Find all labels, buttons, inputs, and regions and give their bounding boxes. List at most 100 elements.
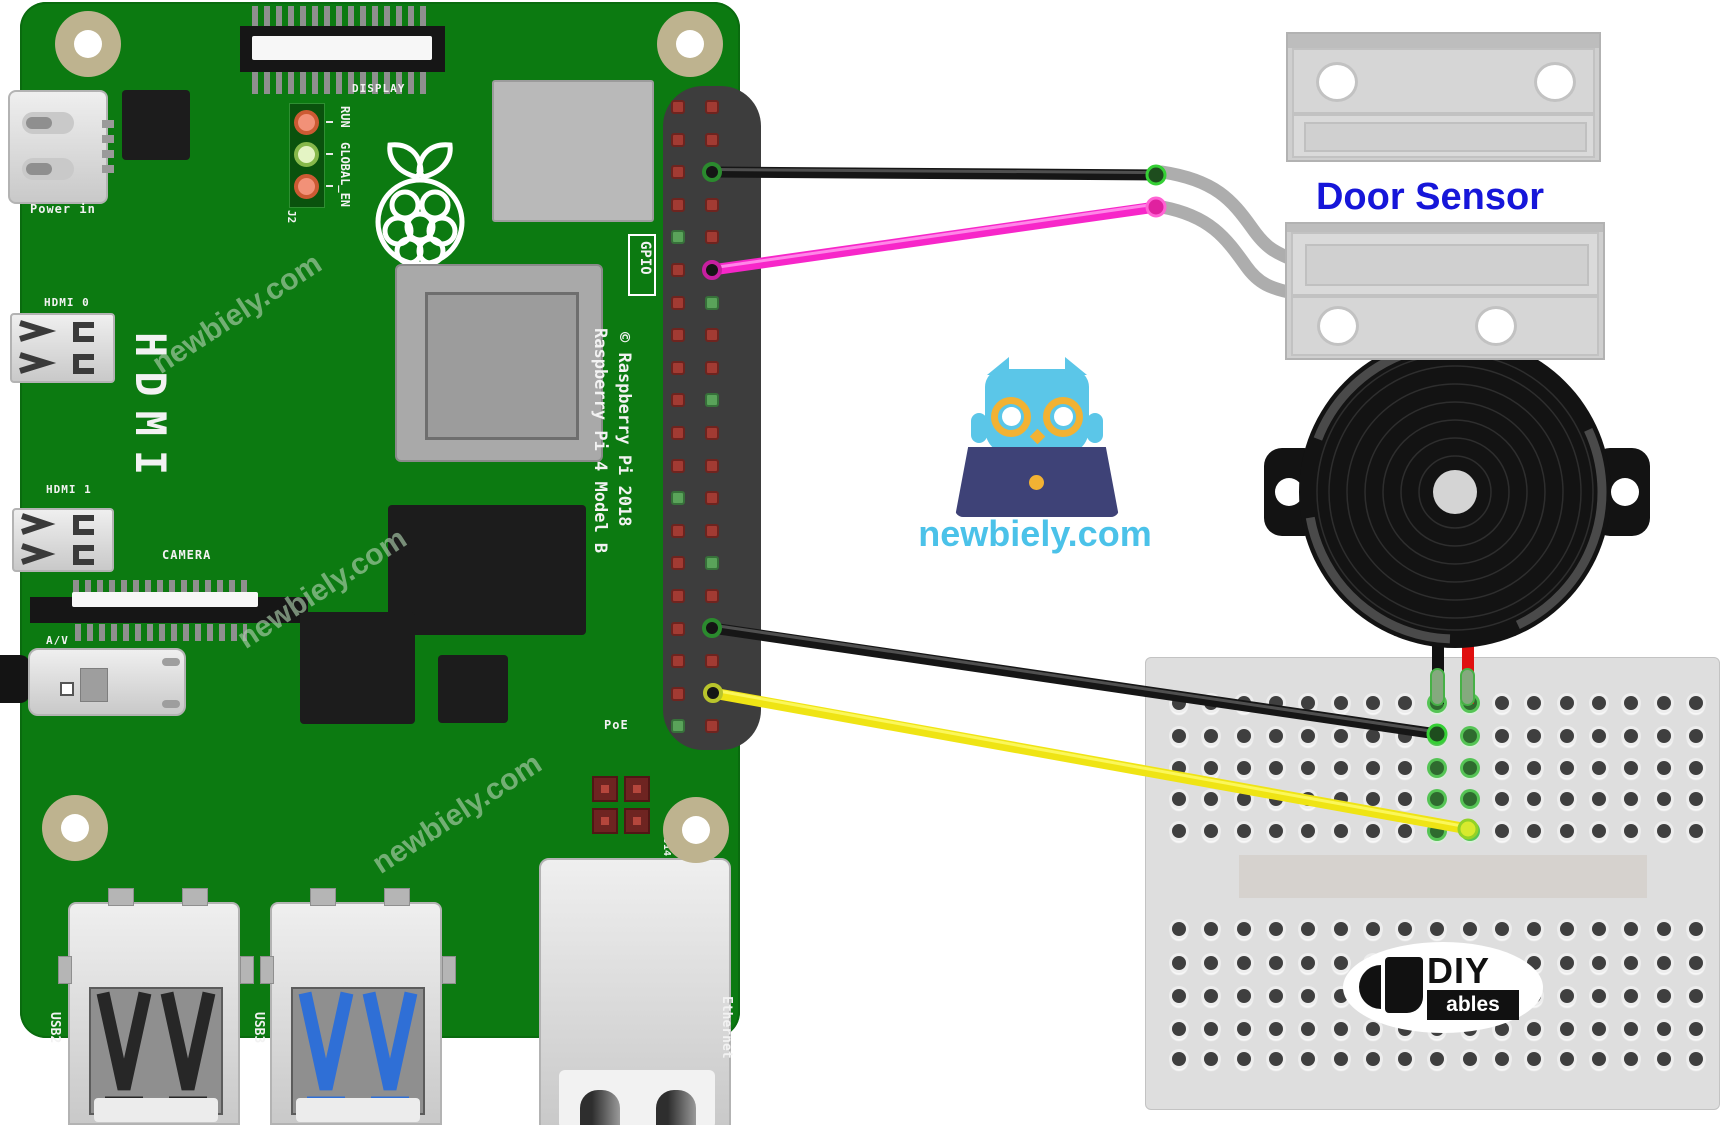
breadboard-hole xyxy=(1624,922,1639,936)
breadboard-hole xyxy=(1333,761,1348,775)
poe-header-pin xyxy=(592,808,618,834)
breadboard-hole xyxy=(1624,696,1639,710)
screw-hole xyxy=(1475,306,1517,346)
jumper-black-sensor-pin-ring xyxy=(702,162,722,182)
diyables-mark-icon xyxy=(1359,965,1381,1009)
breadboard-hole xyxy=(1656,1022,1671,1036)
gpio-pin-R9 xyxy=(705,360,719,375)
chip-top-right-gray xyxy=(492,80,654,222)
breadboard-hole xyxy=(1656,956,1671,970)
breadboard-hole xyxy=(1204,729,1219,743)
gpio-pin-L1 xyxy=(671,100,685,114)
breadboard-hole xyxy=(1527,792,1542,806)
usb2-port xyxy=(58,888,254,1125)
breadboard-hole xyxy=(1591,1052,1606,1066)
gpio-pin-L16 xyxy=(671,589,685,603)
breadboard-hole xyxy=(1688,824,1703,838)
display-connector-teeth-bottom xyxy=(252,72,432,94)
breadboard-hole xyxy=(1462,1052,1477,1066)
poe-header-pin xyxy=(624,808,650,834)
breadboard-hole xyxy=(1688,729,1703,743)
breadboard-hole xyxy=(1301,1052,1316,1066)
jumper-black-breadboard-highlight xyxy=(713,624,1436,733)
breadboard-hole xyxy=(1527,761,1542,775)
chip-mid-right xyxy=(438,655,508,723)
breadboard-hole xyxy=(1527,696,1542,710)
gpio-pin-R8 xyxy=(705,328,719,343)
breadboard-hole xyxy=(1591,792,1606,806)
breadboard-hole xyxy=(1624,989,1639,1003)
breadboard-hole xyxy=(1624,956,1639,970)
breadboard-hole xyxy=(1688,922,1703,936)
breadboard-hole xyxy=(1172,1022,1186,1036)
breadboard-hole xyxy=(1559,1022,1574,1036)
jumper-yellow-breadboard-tip xyxy=(1457,818,1479,840)
breadboard-hole xyxy=(1624,1022,1639,1036)
gpio-pin-R16 xyxy=(705,589,719,603)
jumper-black-breadboard xyxy=(706,622,1443,740)
breadboard-hole xyxy=(1495,696,1509,710)
gpio-pin-L15 xyxy=(671,556,685,571)
breadboard-hole xyxy=(1333,1052,1348,1066)
gpio-header xyxy=(663,86,761,750)
breadboard-hole xyxy=(1398,1052,1413,1066)
wifi-module-chip xyxy=(388,505,586,635)
av-label: A/V xyxy=(46,634,69,647)
breadboard-hole xyxy=(1527,824,1542,838)
gpio-pin-R10 xyxy=(705,393,719,408)
breadboard-hole xyxy=(1365,729,1380,743)
jumper-black-sensor xyxy=(706,166,1162,181)
breadboard-hole xyxy=(1204,956,1219,970)
breadboard-hole xyxy=(1204,1052,1219,1066)
breadboard-hole xyxy=(1656,761,1671,775)
jumper-black-breadboard-pin-ring xyxy=(702,618,722,638)
breadboard-hole xyxy=(1624,761,1639,775)
breadboard-hole xyxy=(1624,729,1639,743)
breadboard-hole xyxy=(1301,956,1316,970)
breadboard-hole xyxy=(1559,1052,1574,1066)
breadboard-hole xyxy=(1301,922,1316,936)
door-sensor-label: Door Sensor xyxy=(1315,176,1545,218)
jumper-yellow-breadboard xyxy=(707,687,1474,835)
mounting-hole xyxy=(663,797,729,863)
ethernet-port xyxy=(539,858,731,1125)
breadboard-hole xyxy=(1172,824,1186,838)
breadboard-hole xyxy=(1268,1022,1283,1036)
gpio-pin-L13 xyxy=(671,491,685,506)
buzzer-leg-tip xyxy=(1430,668,1445,706)
hdmi0-connector xyxy=(10,313,115,383)
breadboard-hole xyxy=(1591,1022,1606,1036)
gpio-pin-L17 xyxy=(671,621,685,636)
diyables-text-ables: ables xyxy=(1427,990,1519,1020)
breadboard-hole xyxy=(1495,922,1509,936)
breadboard-hole xyxy=(1172,1052,1186,1066)
breadboard-hole xyxy=(1236,824,1251,838)
breadboard-hole xyxy=(1688,1022,1703,1036)
breadboard-hole xyxy=(1398,824,1413,838)
gpio-pin-R14 xyxy=(705,523,719,538)
breadboard-hole xyxy=(1365,1022,1380,1036)
breadboard-hole xyxy=(1236,792,1251,806)
breadboard-hole xyxy=(1688,792,1703,806)
breadboard-hole xyxy=(1591,761,1606,775)
breadboard-hole xyxy=(1398,761,1413,775)
breadboard-hole xyxy=(1268,761,1283,775)
door-sensor-magnet-part xyxy=(1286,32,1601,162)
laptop-icon xyxy=(955,447,1119,517)
display-label: DISPLAY xyxy=(352,82,406,95)
breadboard-hole xyxy=(1656,922,1671,936)
led-module-j2 xyxy=(289,103,333,208)
breadboard-hole xyxy=(1559,761,1574,775)
breadboard-hole xyxy=(1559,922,1574,936)
gpio-pin-L12 xyxy=(671,458,685,473)
gpio-pin-R2 xyxy=(705,132,719,147)
breadboard-hole xyxy=(1204,1022,1219,1036)
newbiely-text: newbiely.com xyxy=(918,513,1152,554)
av-jack-barrel xyxy=(0,655,30,703)
gpio-pin-L6 xyxy=(671,263,685,277)
breadboard-hole xyxy=(1172,729,1186,743)
screw-hole xyxy=(1534,62,1576,102)
gpio-pin-R18 xyxy=(705,654,719,669)
jumper-yellow-breadboard-pin-ring xyxy=(703,683,723,703)
